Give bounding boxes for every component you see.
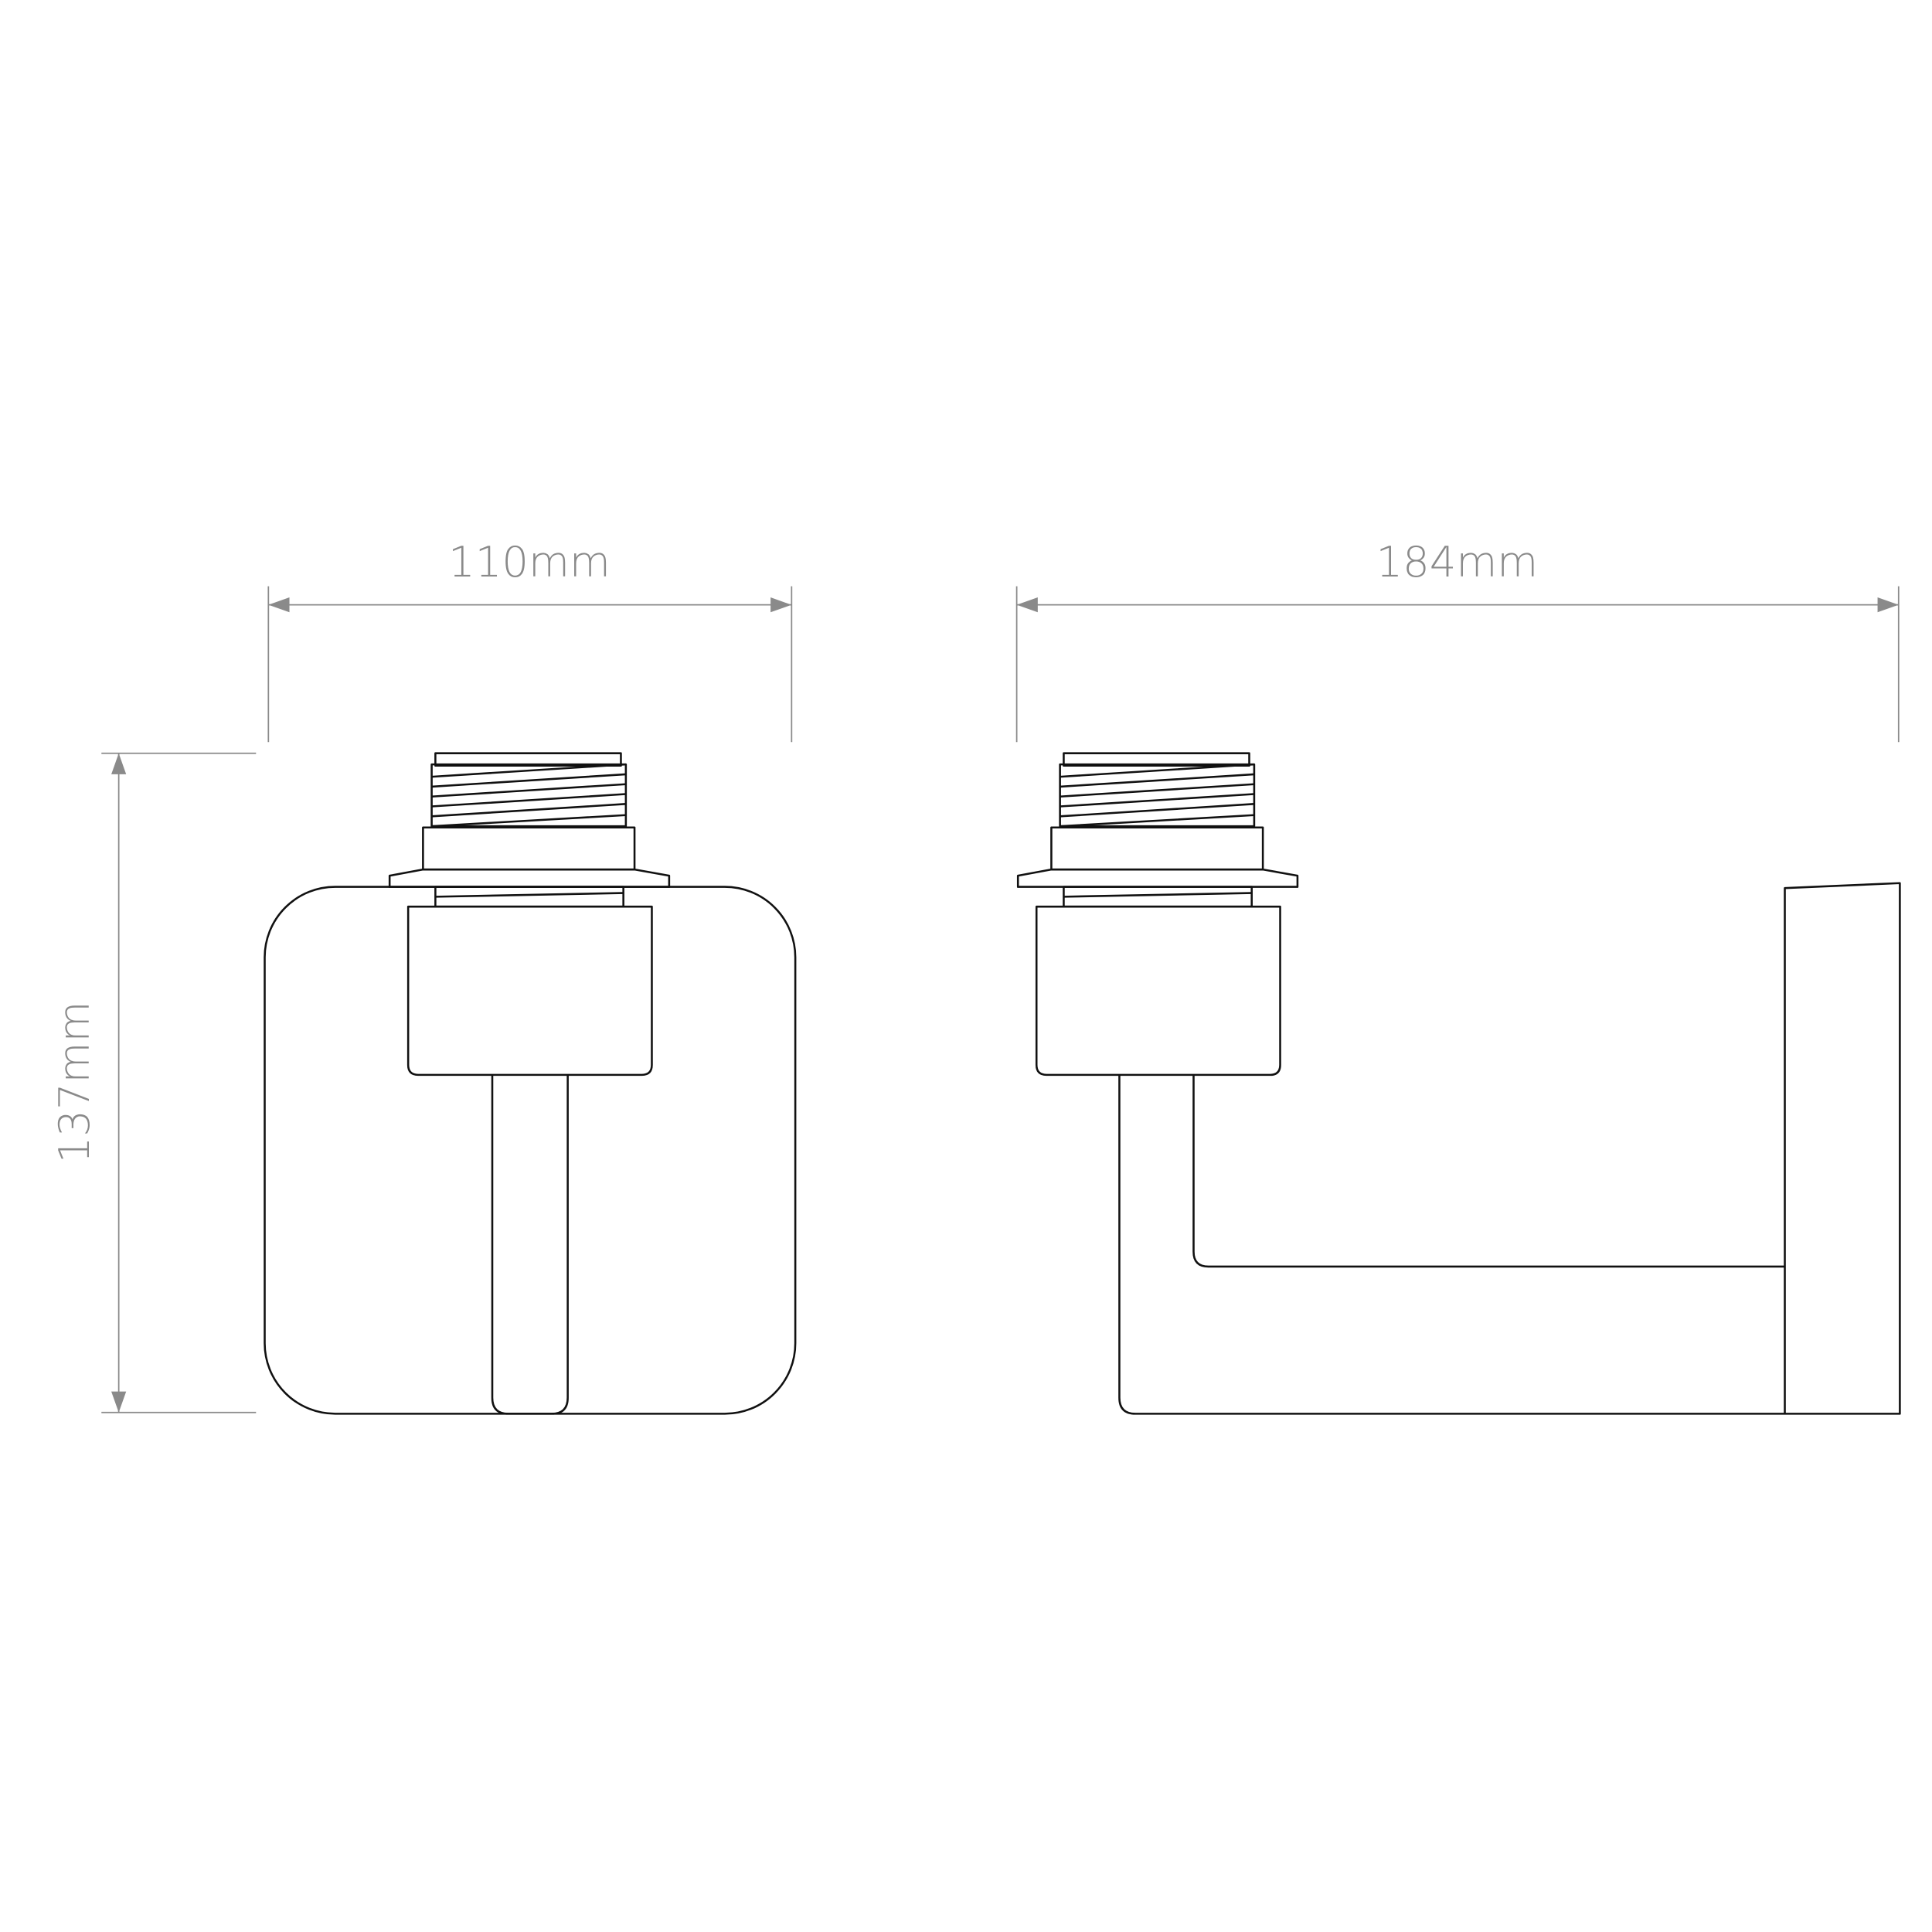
arrow-down-icon [111, 1391, 127, 1413]
dimension-side-width: 184mm [1015, 537, 1900, 743]
dimension-front-width: 110mm [267, 537, 793, 743]
arrow-up-icon [111, 753, 127, 774]
arrow-right-icon [1877, 597, 1899, 613]
arrow-right-icon [770, 597, 792, 613]
side-width-label: 184mm [1376, 537, 1538, 587]
height-label: 137mm [49, 1002, 99, 1164]
dimension-height: 137mm [49, 752, 257, 1413]
front-view [264, 752, 797, 1415]
arrow-left-icon [1016, 597, 1038, 613]
front-width-label: 110mm [448, 537, 611, 587]
side-view [1016, 752, 1901, 1415]
arrow-left-icon [268, 597, 290, 613]
